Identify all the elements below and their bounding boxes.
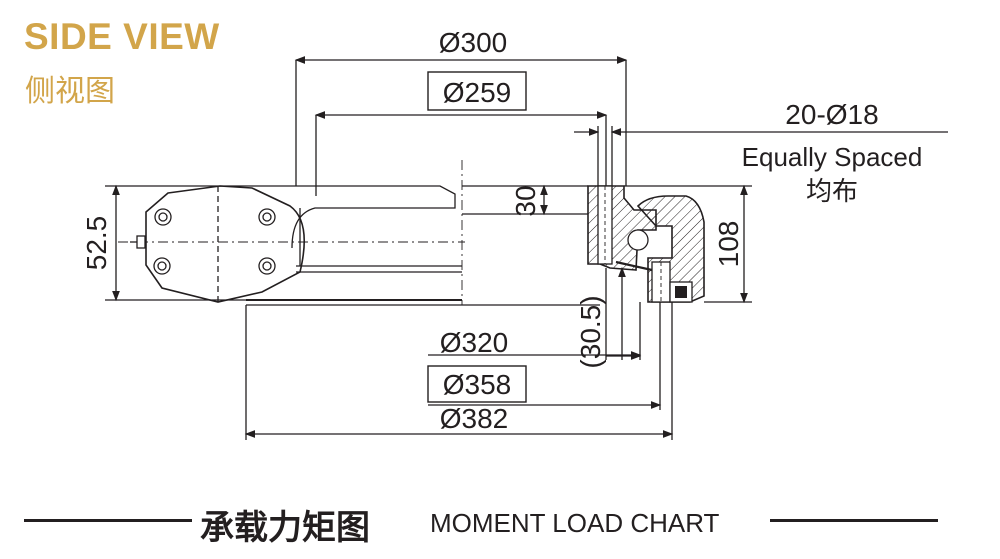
ring-body [232, 60, 600, 306]
grease-nipple [136, 235, 146, 249]
view-title: SIDE VIEW [24, 16, 220, 57]
dim-d259: Ø259 [443, 77, 512, 108]
view-title-cn: 侧视图 [25, 74, 115, 109]
dim-d358: Ø358 [443, 369, 512, 400]
d358-frame [427, 365, 527, 403]
side-view-drawing: Ø300 Ø259 Ø320 Ø358 Ø382 52.5 30 (30.5) … [81, 27, 948, 440]
d259-frame [427, 71, 527, 111]
footer-rule-right [770, 519, 938, 522]
hole-note-en: Equally Spaced [742, 142, 923, 172]
dim-h108: 108 [713, 221, 744, 268]
footer-title-en: MOMENT LOAD CHART [430, 508, 720, 538]
dim-d320: Ø320 [440, 327, 509, 358]
dim-d382: Ø382 [440, 403, 509, 434]
bolt-top-right [258, 208, 276, 226]
ball-raceway [627, 229, 649, 251]
dim-h30: 30 [510, 185, 541, 216]
dim-h30-5: (30.5) [575, 295, 606, 368]
bolt-top-left [154, 208, 172, 226]
dim-h52-5: 52.5 [81, 216, 112, 271]
footer-title-cn: 承载力矩图 [200, 508, 370, 548]
motor-housing [118, 185, 465, 303]
bolt-bottom-left [153, 257, 171, 275]
hole-spec: 20-Ø18 [785, 99, 878, 130]
ring-cross-section [587, 185, 705, 303]
hole-note-cn: 均布 [806, 177, 858, 207]
dim-d300: Ø300 [439, 27, 508, 58]
footer-rule-left [24, 519, 192, 522]
bolt-bottom-right [258, 257, 276, 275]
